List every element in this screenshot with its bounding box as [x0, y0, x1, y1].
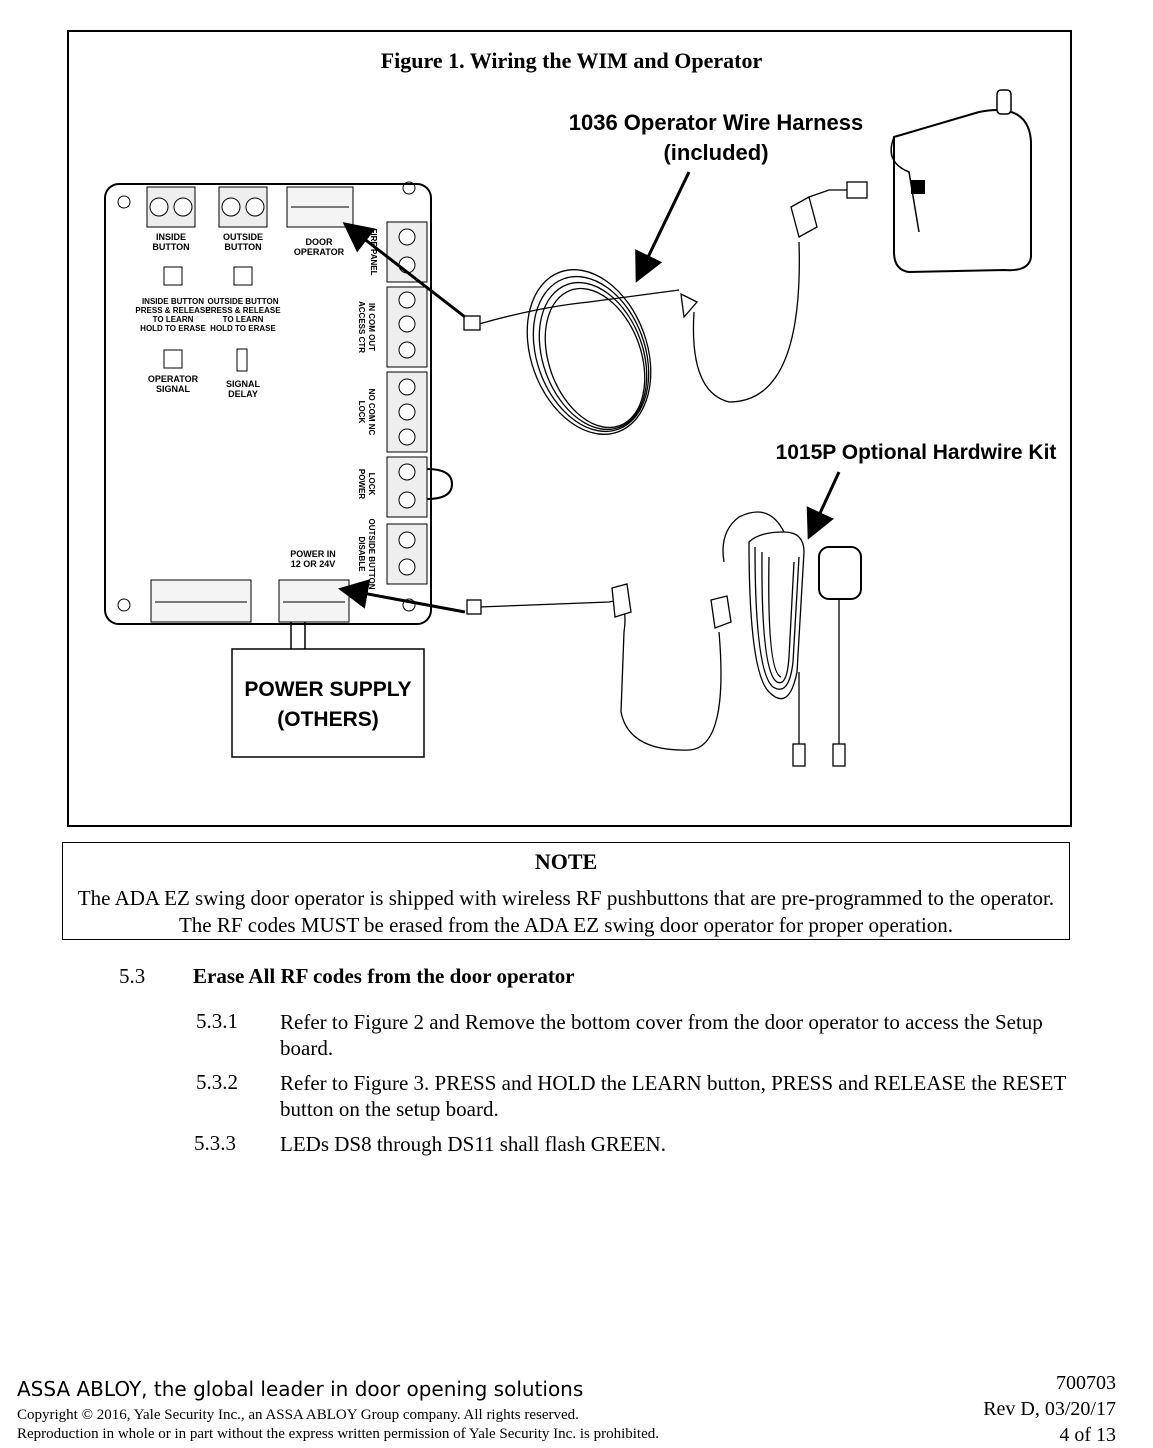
door-operator-unit — [890, 89, 1032, 274]
step-number: 5.3.2 — [196, 1070, 238, 1094]
label-door-operator-2: OPERATOR — [294, 247, 345, 257]
note-title: NOTE — [534, 849, 598, 874]
figure-1-frame: INSIDE BUTTON OUTSIDE BUTTON DOOR OPERAT… — [67, 30, 1072, 827]
label-signal-delay-1: SIGNAL — [226, 379, 261, 389]
doc-number: 700703 — [1056, 1372, 1116, 1394]
label-access-ctr-2: ACCESS CTR — [357, 301, 366, 353]
step-number: 5.3.1 — [196, 1009, 238, 1033]
label-lock-1: NO COM NC — [367, 389, 376, 436]
step-text: Refer to Figure 3. PRESS and HOLD the LE… — [280, 1071, 1066, 1122]
label-access-ctr-1: IN COM OUT — [367, 303, 376, 351]
label-signal-delay-2: DELAY — [228, 389, 258, 399]
operator-wire-harness — [463, 181, 868, 435]
label-outside-learn-3: TO LEARN — [223, 315, 264, 324]
footer-doc-info: 700703 Rev D, 03/20/17 4 of 13 — [983, 1370, 1116, 1448]
label-inside-learn-2: PRESS & RELEASE — [135, 306, 211, 315]
label-outside-learn-2: PRESS & RELEASE — [205, 306, 281, 315]
power-supply-box: POWER SUPPLY (OTHERS) — [231, 622, 425, 758]
label-power-in-1: POWER IN — [290, 549, 336, 559]
label-operator-signal-1: OPERATOR — [148, 374, 199, 384]
label-inside-learn-3: TO LEARN — [153, 315, 194, 324]
label-inside-button-1: INSIDE — [156, 232, 186, 242]
label-lock-power-1: LOCK — [367, 473, 376, 496]
footer-copyright: Copyright © 2016, Yale Security Inc., an… — [17, 1407, 579, 1423]
power-supply-label-1: POWER SUPPLY — [244, 678, 411, 701]
section-number: 5.3 — [119, 964, 146, 988]
callout-arrows — [338, 171, 841, 614]
label-inside-learn-4: HOLD TO ERASE — [140, 324, 206, 333]
footer-brand: ASSA ABLOY, the global leader in door op… — [17, 1377, 584, 1401]
label-inside-learn-1: INSIDE BUTTON — [142, 297, 204, 306]
footer-reproduction: Reproduction in whole or in part without… — [17, 1426, 659, 1442]
section-title: Erase All RF codes from the door operato… — [193, 964, 575, 988]
label-outside-button-1: OUTSIDE — [223, 232, 263, 242]
step-text: LEDs DS8 through DS11 shall flash GREEN. — [280, 1132, 666, 1156]
wiring-diagram: INSIDE BUTTON OUTSIDE BUTTON DOOR OPERAT… — [104, 89, 1057, 767]
page-number: 4 of 13 — [1059, 1424, 1116, 1446]
label-lock-power-2: POWER — [357, 469, 366, 499]
control-board — [104, 181, 454, 625]
harness-callout-line1: 1036 Operator Wire Harness — [569, 110, 864, 135]
note-text: The ADA EZ swing door operator is shippe… — [77, 886, 1055, 938]
doc-revision: Rev D, 03/20/17 — [983, 1398, 1116, 1420]
label-outside-disable-1: OUTSIDE BUTTON — [367, 519, 376, 590]
figure-title: Figure 1. Wiring the WIM and Operator — [380, 48, 763, 73]
label-power-in-2: 12 OR 24V — [291, 559, 336, 569]
label-operator-signal-2: SIGNAL — [156, 384, 191, 394]
label-lock-2: LOCK — [357, 401, 366, 424]
harness-callout-line2: (included) — [663, 140, 768, 165]
optional-hardwire-kit — [466, 511, 862, 767]
label-outside-disable-2: DISABLE — [357, 536, 366, 572]
label-outside-learn-1: OUTSIDE BUTTON — [208, 297, 279, 306]
power-supply-label-2: (OTHERS) — [277, 708, 379, 731]
step-number: 5.3.3 — [194, 1131, 236, 1155]
label-outside-button-2: BUTTON — [224, 242, 261, 252]
label-outside-learn-4: HOLD TO ERASE — [210, 324, 276, 333]
kit-callout: 1015P Optional Hardwire Kit — [776, 441, 1057, 464]
step-text: Refer to Figure 2 and Remove the bottom … — [280, 1010, 1043, 1061]
note-box: NOTE The ADA EZ swing door operator is s… — [62, 842, 1070, 940]
label-fire-panel: FIRE PANEL — [369, 229, 378, 276]
label-door-operator-1: DOOR — [306, 237, 334, 247]
label-inside-button-2: BUTTON — [152, 242, 189, 252]
